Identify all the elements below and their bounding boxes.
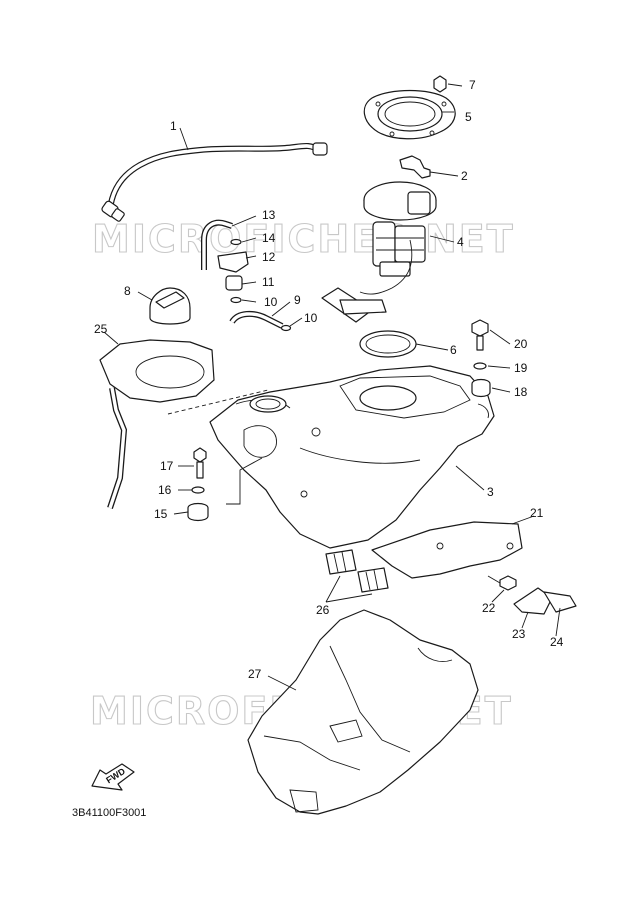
forward-direction-arrow: FWD xyxy=(91,763,135,791)
callout-6: 6 xyxy=(450,343,457,357)
callout-11: 11 xyxy=(262,275,275,289)
watermark-top: MICROFICHES.NET xyxy=(92,217,515,261)
callout-16: 16 xyxy=(158,483,172,497)
callout-12: 12 xyxy=(262,250,276,264)
leader-lines xyxy=(103,83,561,691)
callout-20: 20 xyxy=(514,337,528,351)
clip-10-lower xyxy=(280,324,292,332)
collar-16 xyxy=(191,486,205,494)
drain-tray-25 xyxy=(99,339,215,509)
callout-22: 22 xyxy=(482,601,496,615)
callout-21: 21 xyxy=(530,506,544,520)
callout-27: 27 xyxy=(248,667,262,681)
fuel-hose-1 xyxy=(101,142,328,222)
clamp-12 xyxy=(217,251,249,273)
hose-connector-2 xyxy=(399,155,431,179)
callout-23: 23 xyxy=(512,627,526,641)
fuel-tank-3 xyxy=(209,365,495,549)
pump-flange-plate-5 xyxy=(363,89,456,140)
fuel-pump-assembly-4 xyxy=(321,181,437,323)
callout-2: 2 xyxy=(461,169,468,183)
bolt-20 xyxy=(471,319,489,351)
catalog-code: 3B41100F3001 xyxy=(72,807,146,819)
nut-7 xyxy=(433,75,447,93)
bolt-17 xyxy=(193,447,207,479)
callout-10-lower: 10 xyxy=(304,311,318,325)
callout-13: 13 xyxy=(262,208,276,222)
callout-1: 1 xyxy=(170,119,177,133)
clip-10-upper xyxy=(230,296,242,304)
callout-10-upper: 10 xyxy=(264,295,278,309)
callout-24: 24 xyxy=(550,635,564,649)
breather-hose-13 xyxy=(201,219,233,270)
callout-8: 8 xyxy=(124,284,131,298)
callout-5: 5 xyxy=(465,110,472,124)
callout-26: 26 xyxy=(316,603,330,617)
callout-7: 7 xyxy=(469,78,476,92)
callout-25: 25 xyxy=(94,322,108,336)
lower-cover-27 xyxy=(247,609,479,815)
collar-19 xyxy=(473,362,487,370)
bracket-23 xyxy=(513,587,553,615)
clip-14 xyxy=(230,238,242,246)
hose-9 xyxy=(229,310,284,329)
damper-26b xyxy=(357,567,389,593)
damper-15 xyxy=(187,502,209,522)
callout-18: 18 xyxy=(514,385,528,399)
callout-9: 9 xyxy=(294,293,301,307)
screw-22 xyxy=(487,575,517,591)
callout-labels: 1 2 3 4 5 6 7 8 9 10 10 11 12 13 14 15 1… xyxy=(94,78,564,681)
callout-15: 15 xyxy=(154,507,168,521)
heat-protector-21 xyxy=(371,521,523,579)
callout-4: 4 xyxy=(457,235,464,249)
callout-19: 19 xyxy=(514,361,528,375)
damper-26a xyxy=(325,549,357,575)
fuel-cap-8 xyxy=(149,287,191,325)
callout-3: 3 xyxy=(487,485,494,499)
bracket-24 xyxy=(543,591,577,613)
valve-11 xyxy=(225,275,243,291)
callout-17: 17 xyxy=(160,459,174,473)
damper-18 xyxy=(471,378,491,398)
callout-14: 14 xyxy=(262,231,276,245)
gasket-6 xyxy=(359,330,417,358)
